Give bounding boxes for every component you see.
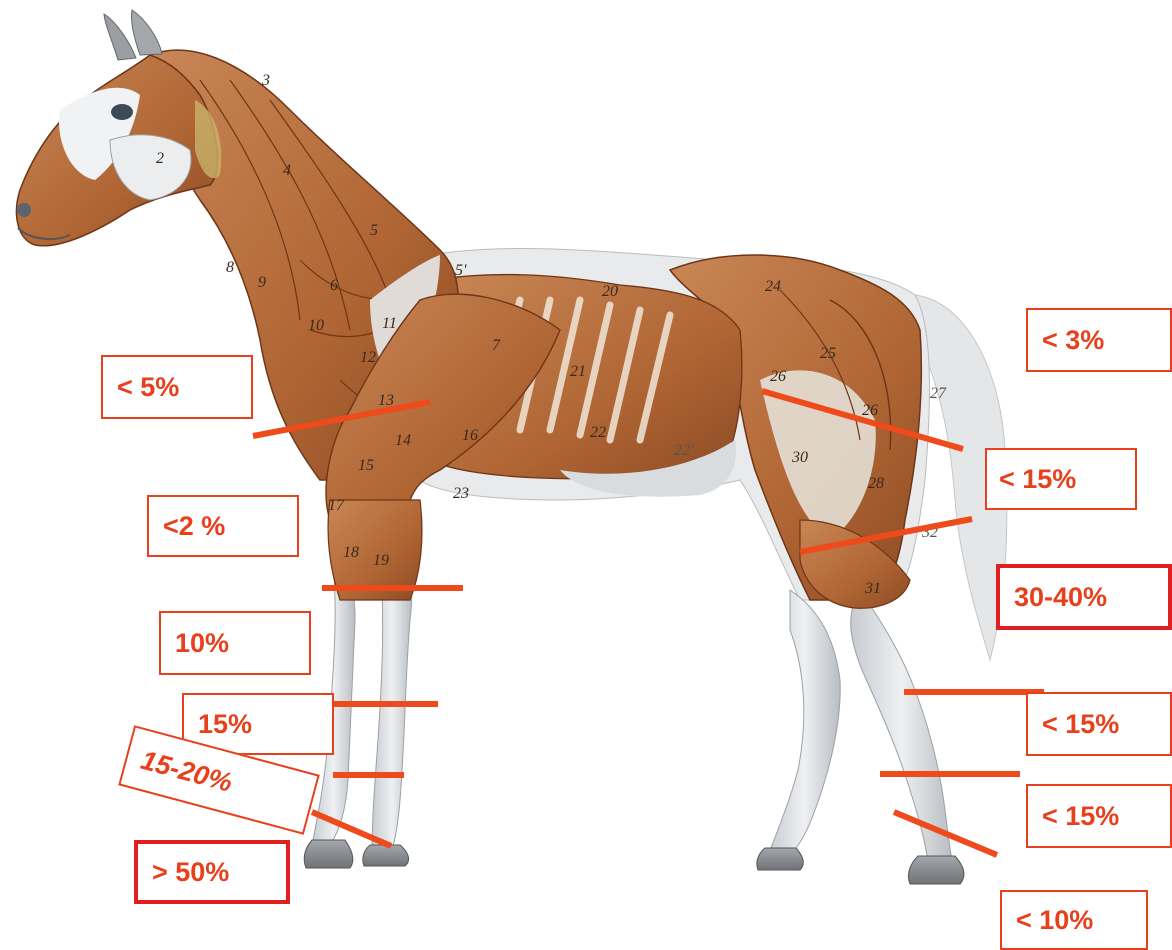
- muscle-number: 26: [862, 402, 878, 419]
- muscle-number: 16: [462, 427, 478, 444]
- label-gaskin-right: 30-40%: [996, 564, 1172, 630]
- muscle-number: 5': [455, 262, 467, 279]
- muscle-number: 18: [343, 544, 359, 561]
- label-thigh-right: < 15%: [985, 448, 1137, 510]
- muscle-number: 2: [156, 150, 164, 167]
- hind-leg-near: [851, 590, 952, 862]
- muscle-number: 6: [330, 277, 338, 294]
- label-cannon-right: < 15%: [1026, 784, 1172, 848]
- muscle-number: 24: [765, 278, 781, 295]
- muscle-number: 17: [328, 497, 345, 514]
- muscle-number: 22': [674, 442, 694, 459]
- muscle-number: 22: [590, 424, 606, 441]
- muscle-number: 14: [395, 432, 411, 449]
- hoof-front-far: [363, 845, 409, 866]
- muscle-number: 21: [570, 363, 586, 380]
- muscle-number: 27: [930, 385, 947, 402]
- muscle-number: 31: [864, 580, 881, 597]
- muscle-number: 8: [226, 259, 234, 276]
- label-hock-right: < 15%: [1026, 692, 1172, 756]
- muscle-number: 26: [770, 368, 786, 385]
- hoof-hind-near: [908, 856, 964, 884]
- muscle-number: 30: [791, 449, 808, 466]
- ear-back: [131, 10, 162, 55]
- muscle-number: 7: [492, 337, 501, 354]
- muscle-number: 25: [820, 345, 836, 362]
- hoof-front-near: [304, 840, 353, 868]
- muscle-number: 9: [258, 274, 266, 291]
- muscle-number: 15: [358, 457, 374, 474]
- muscle-number: 20: [602, 283, 618, 300]
- muscle-number: 5: [370, 222, 378, 239]
- muscle-number: 23: [453, 485, 469, 502]
- label-forearm-left: 10%: [159, 611, 311, 675]
- muscle-number: 28: [868, 475, 884, 492]
- label-tail-right: < 3%: [1026, 308, 1172, 372]
- muscle-number: 12: [360, 349, 376, 366]
- muscle-number: 3: [261, 72, 270, 89]
- muscle-number: 19: [373, 552, 389, 569]
- muscle-number: 10: [308, 317, 324, 334]
- muscle-number: 4: [283, 162, 291, 179]
- label-hoof-left: > 50%: [134, 840, 290, 904]
- label-elbow-left: <2 %: [147, 495, 299, 557]
- hoof-hind-far: [757, 848, 803, 870]
- hind-leg-far: [768, 590, 840, 855]
- label-neck-left: < 5%: [101, 355, 253, 419]
- muscle-number: 11: [382, 315, 397, 332]
- label-hoof-right: < 10%: [1000, 890, 1148, 950]
